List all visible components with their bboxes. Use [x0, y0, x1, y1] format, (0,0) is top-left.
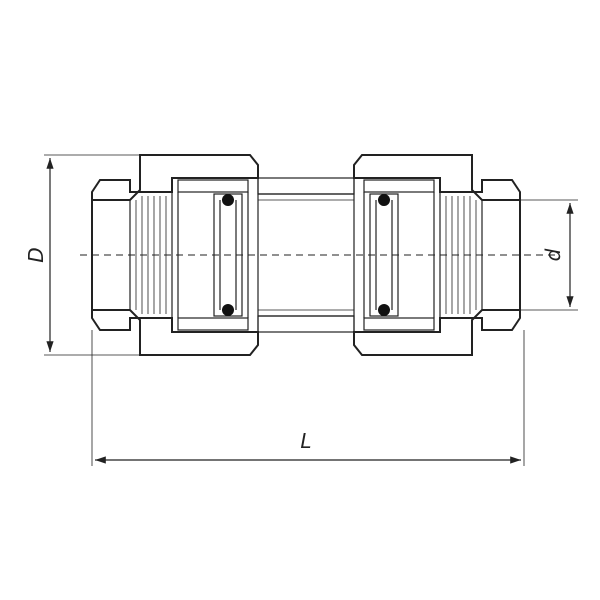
- dimension-label-d: d: [541, 248, 565, 261]
- dimension-inner-diameter: d: [520, 199, 578, 311]
- dimension-length: L: [91, 330, 525, 466]
- left-bottom-o-ring: [222, 304, 234, 316]
- right-bottom-o-ring: [378, 304, 390, 316]
- dimension-label-D: D: [24, 247, 48, 262]
- central-body: [257, 177, 355, 333]
- right-nut: [353, 154, 521, 356]
- left-top-o-ring: [222, 194, 234, 206]
- right-clamp-ring: [353, 178, 435, 332]
- dimension-label-L: L: [300, 429, 311, 453]
- right-top-o-ring: [378, 194, 390, 206]
